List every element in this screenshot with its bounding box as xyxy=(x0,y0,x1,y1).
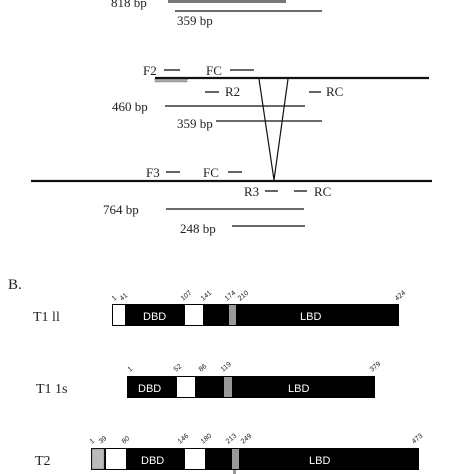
position-label: 52 xyxy=(173,363,184,373)
position-label: 141 xyxy=(200,290,214,303)
insertion-line-left xyxy=(258,78,275,181)
gray-marker-region xyxy=(232,449,239,469)
row3-short-product-bp: 248 bp xyxy=(180,221,216,236)
dbd-label: DBD xyxy=(138,383,161,395)
position-label: 213 xyxy=(225,433,239,446)
position-label: 473 xyxy=(411,433,425,446)
row2-long-product-bp: 460 bp xyxy=(112,99,148,114)
primer-f2-label: F2 xyxy=(143,63,157,78)
isoform-t1-ll: T1 ll DBD LBD 1 41 107 141 174 210 424 xyxy=(33,290,407,326)
hinge-region xyxy=(185,449,205,469)
top-partial-band xyxy=(168,0,286,3)
dbd-label: DBD xyxy=(141,455,164,467)
position-label: 174 xyxy=(224,290,238,303)
primer-rc-label-row2: RC xyxy=(326,84,343,99)
top-partial-bp-label: 818 bp xyxy=(111,0,147,10)
position-label: 424 xyxy=(394,290,408,303)
position-label: 107 xyxy=(180,290,194,303)
lbd-label: LBD xyxy=(309,455,330,467)
hatched-n-terminal-segment xyxy=(91,448,105,470)
primer-r3-label: R3 xyxy=(244,184,259,199)
hinge-region xyxy=(177,377,195,397)
isoform-t2: T2 DBD LBD 1 39 80 146 180 213 249 473 xyxy=(35,433,424,474)
position-label: 249 xyxy=(240,433,254,446)
position-label: 210 xyxy=(237,290,251,303)
position-label: 1 xyxy=(111,295,119,303)
n-terminal-domain xyxy=(106,449,126,469)
n-terminal-domain xyxy=(113,305,125,325)
protein-bar xyxy=(127,376,375,398)
lbd-label: LBD xyxy=(288,383,309,395)
position-label: 80 xyxy=(121,435,132,445)
panel-a: 818 bp 359 bp F2 FC R2 RC 460 bp 359 bp … xyxy=(31,0,432,236)
position-label: 86 xyxy=(198,363,209,373)
primer-r2-label: R2 xyxy=(225,84,240,99)
row2-short-product-bp: 359 bp xyxy=(177,116,213,131)
lbd-label: LBD xyxy=(300,311,321,323)
protein-bar xyxy=(91,448,419,470)
isoform-name: T2 xyxy=(35,454,51,469)
insertion-line-right xyxy=(273,78,289,181)
position-label: 1 xyxy=(89,438,97,446)
position-label: 379 xyxy=(369,361,383,374)
primer-f3-label: F3 xyxy=(146,165,160,180)
primer-fc-label-row3: FC xyxy=(203,165,219,180)
position-label: 1 xyxy=(127,366,135,374)
hinge-region xyxy=(185,305,203,325)
gray-marker-region xyxy=(229,305,236,325)
isoform-name: T1 ll xyxy=(33,310,60,325)
panel-b: B. T1 ll DBD LBD 1 41 107 141 174 210 42… xyxy=(8,277,424,474)
protein-bar xyxy=(112,304,399,326)
position-label: 41 xyxy=(119,292,130,302)
position-label: 180 xyxy=(200,433,214,446)
dbd-label: DBD xyxy=(143,311,166,323)
gray-marker-tick xyxy=(233,470,236,474)
primer-rc-label-row3: RC xyxy=(314,184,331,199)
isoform-t1-1s: T1 1s DBD LBD 1 52 86 119 379 xyxy=(36,361,382,398)
isoform-name: T1 1s xyxy=(36,382,68,397)
panel-b-label: B. xyxy=(8,277,22,293)
position-label: 119 xyxy=(220,361,233,374)
row1-short-product-bp: 359 bp xyxy=(177,13,213,28)
primer-fc-label-row2: FC xyxy=(206,63,222,78)
position-label: 146 xyxy=(177,433,191,446)
row3-long-product-bp: 764 bp xyxy=(103,202,139,217)
gray-marker-region xyxy=(224,377,232,397)
position-label: 39 xyxy=(98,435,109,445)
